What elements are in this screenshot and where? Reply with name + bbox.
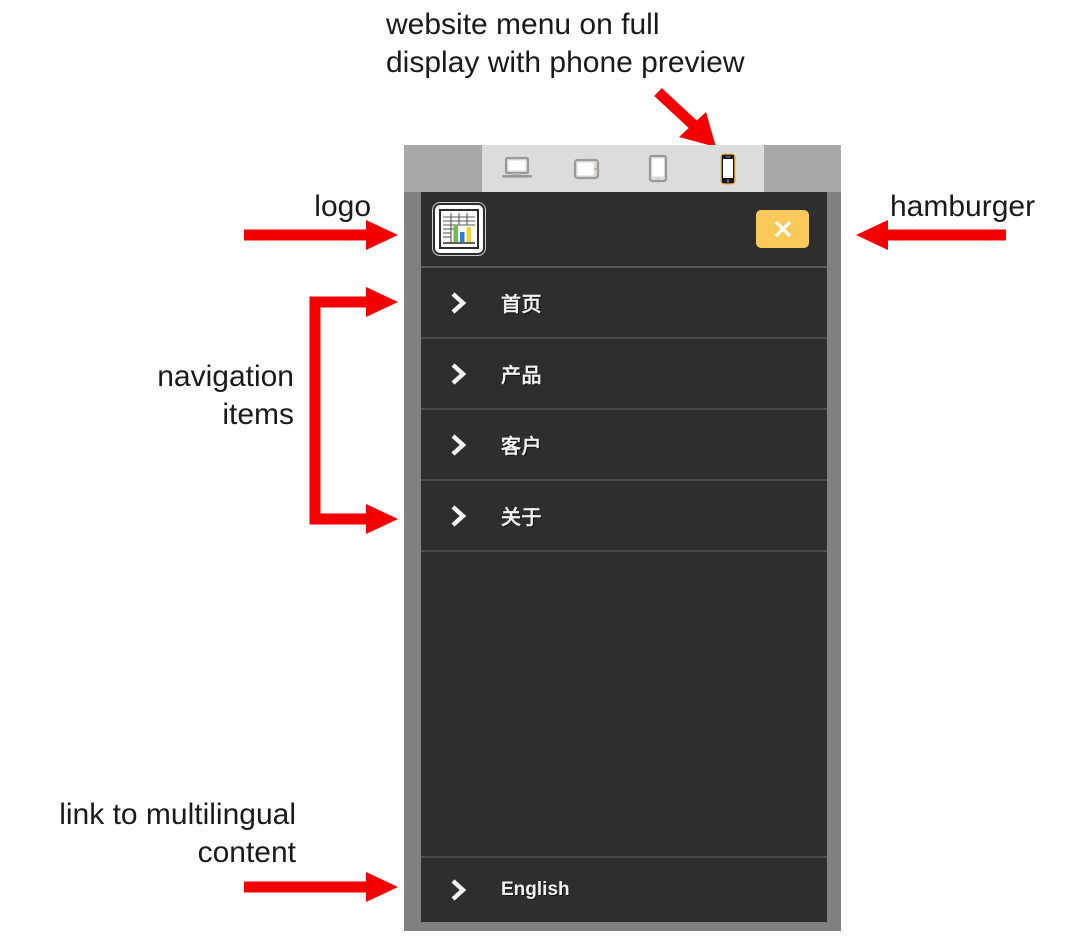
device-preview-frame: 首页 产品 客户 bbox=[404, 145, 841, 931]
chevron-right-icon bbox=[445, 504, 471, 528]
chevron-right-icon bbox=[445, 291, 471, 315]
device-size-toolbar bbox=[404, 145, 841, 192]
device-button-phone[interactable] bbox=[705, 148, 751, 190]
device-button-tablet-landscape[interactable] bbox=[564, 148, 610, 190]
menu-empty-area bbox=[421, 552, 827, 856]
chevron-right-icon bbox=[445, 433, 471, 457]
phone-icon bbox=[720, 153, 736, 184]
nav-item-label: 首页 bbox=[501, 294, 542, 316]
arrow-to-navigation-items bbox=[309, 287, 398, 534]
tablet-landscape-icon bbox=[574, 158, 600, 179]
close-x-icon bbox=[774, 220, 791, 238]
language-link[interactable]: English bbox=[421, 856, 827, 922]
nav-item-home[interactable]: 首页 bbox=[421, 268, 827, 339]
nav-item-label: 客户 bbox=[501, 436, 542, 458]
site-logo[interactable] bbox=[435, 205, 483, 253]
laptop-icon bbox=[501, 156, 532, 178]
tablet-portrait-icon bbox=[648, 154, 667, 182]
navigation-list: 首页 产品 客户 bbox=[421, 268, 827, 552]
nav-item-products[interactable]: 产品 bbox=[421, 339, 827, 410]
hamburger-close-button[interactable] bbox=[756, 210, 809, 248]
arrow-to-phone-icon bbox=[654, 87, 716, 147]
nav-item-customers[interactable]: 客户 bbox=[421, 410, 827, 481]
spreadsheet-chart-logo-icon bbox=[439, 209, 479, 249]
phone-viewport: 首页 产品 客户 bbox=[421, 192, 827, 922]
arrow-to-language-link bbox=[244, 872, 398, 902]
nav-item-label: 关于 bbox=[501, 507, 542, 529]
chevron-right-icon bbox=[445, 878, 471, 902]
annotation-top-caption: website menu on full display with phone … bbox=[386, 8, 745, 80]
language-link-label: English bbox=[501, 879, 570, 900]
annotation-language-label: link to multilingual content bbox=[59, 798, 296, 870]
annotation-navigation-label: navigation items bbox=[157, 360, 294, 432]
annotation-logo-label: logo bbox=[314, 190, 371, 223]
chevron-right-icon bbox=[445, 362, 471, 386]
device-button-tablet-portrait[interactable] bbox=[635, 148, 681, 190]
device-button-desktop[interactable] bbox=[494, 148, 540, 190]
nav-item-label: 产品 bbox=[501, 365, 542, 387]
site-header bbox=[421, 192, 827, 268]
annotation-hamburger-label: hamburger bbox=[890, 190, 1036, 223]
phone-viewport-wrapper: 首页 产品 客户 bbox=[404, 192, 841, 931]
nav-item-about[interactable]: 关于 bbox=[421, 481, 827, 552]
